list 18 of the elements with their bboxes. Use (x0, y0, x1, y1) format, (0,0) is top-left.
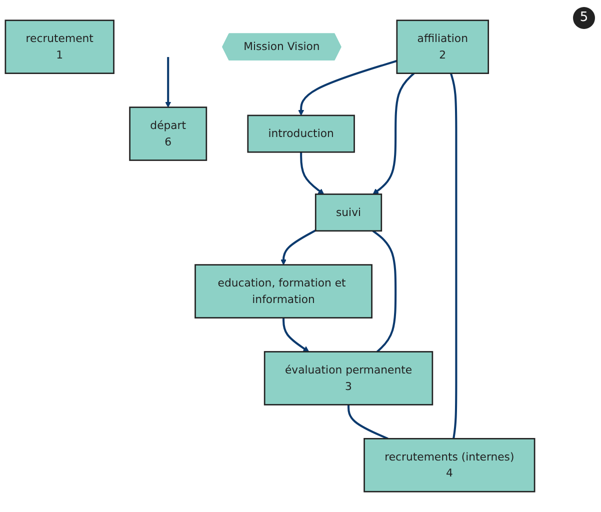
node-box: education, formation et information (194, 264, 372, 318)
node-box: affiliation 2 (396, 20, 490, 74)
node-box: recrutement 1 (4, 20, 114, 74)
node-box: suivi (314, 194, 382, 232)
arrow (300, 152, 324, 194)
arrow (298, 60, 398, 116)
arrow (165, 57, 172, 108)
node-box: introduction (247, 114, 355, 153)
arrow (280, 230, 316, 266)
connector (450, 73, 458, 439)
node-box: évaluation permanente 3 (264, 351, 434, 406)
node-box: départ 6 (129, 106, 208, 161)
connector (372, 230, 397, 352)
arrow (282, 318, 310, 352)
number-badge: 5 (573, 7, 595, 29)
connector (348, 404, 388, 440)
arrow (372, 72, 415, 194)
node-box: recrutements (internes) 4 (364, 438, 536, 492)
